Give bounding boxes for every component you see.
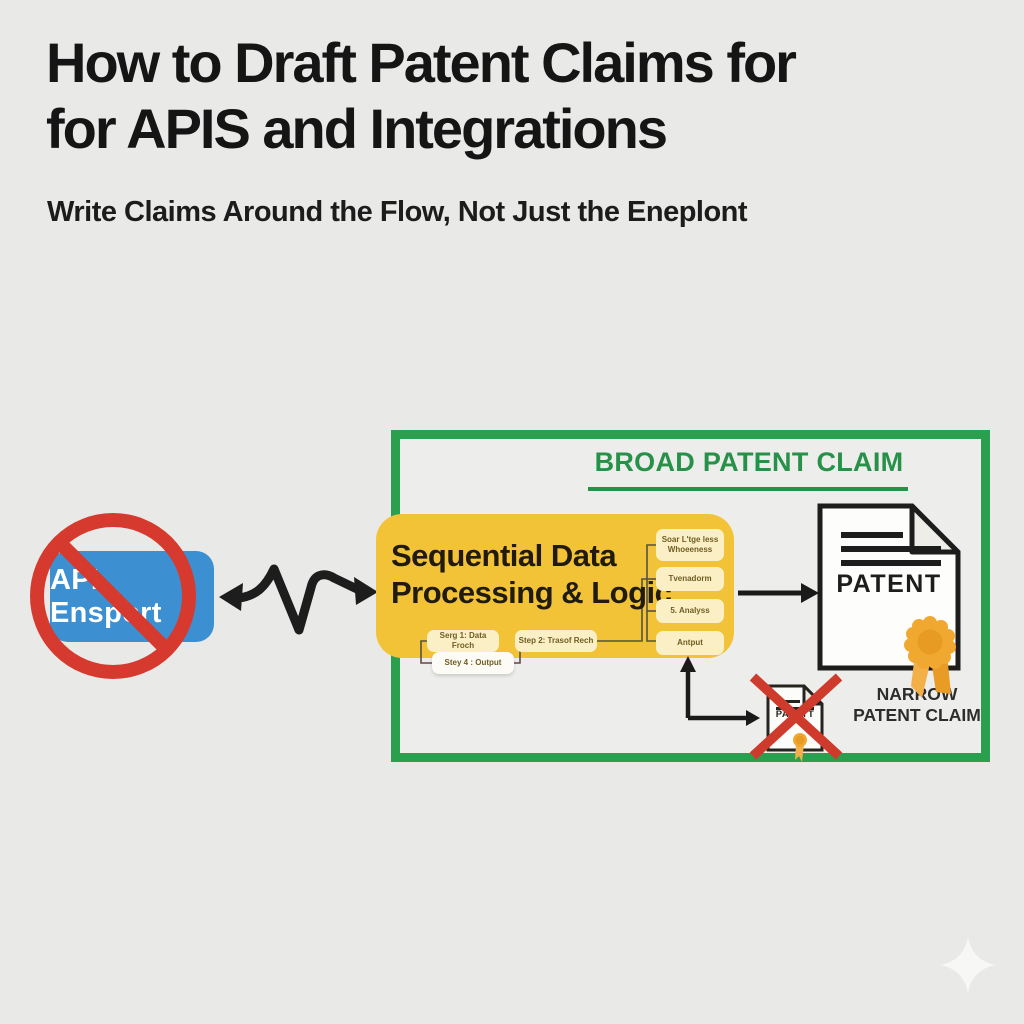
ribbon-seal-icon: [904, 616, 956, 698]
side-step-2: Tvenadorm: [656, 567, 724, 591]
patent-document-icon: [817, 503, 961, 698]
sparkle-icon: [940, 937, 996, 993]
patent-document-label: PATENT: [836, 570, 942, 598]
elbow-arrow-icon: [680, 656, 760, 726]
side-step-1: Soar L'tge less Whoeeness: [656, 529, 724, 561]
prohibition-icon: [30, 513, 196, 679]
broad-claim-heading: BROAD PATENT CLAIM: [594, 447, 904, 477]
broad-claim-underline: [588, 487, 908, 491]
title-line-2: for APIS and Integrations: [46, 97, 668, 160]
small-ribbon-seal-icon: [793, 733, 807, 762]
process-heading-line-2: Processing & Logic: [391, 575, 672, 610]
narrow-claim-caption: NARROW PATENT CLAIM: [828, 684, 1006, 726]
process-box-heading: Sequential Data Processing & Logic: [391, 537, 731, 611]
page-subtitle: Write Claims Around the Flow, Not Just t…: [47, 196, 748, 228]
bottom-step-1: Serg 1: Data Froch: [427, 630, 499, 652]
narrow-claim-line-2: PATENT CLAIM: [853, 705, 981, 725]
side-step-4: Antput: [656, 631, 724, 655]
page-title: How to Draft Patent Claims for for APIS …: [46, 30, 986, 162]
side-step-3: 5. Analyss: [656, 599, 724, 623]
bottom-step-4: Stey 4 : Output: [432, 652, 514, 674]
process-heading-line-1: Sequential Data: [391, 538, 617, 573]
flow-arrow-icon: [738, 583, 819, 603]
title-line-1: How to Draft Patent Claims for: [46, 31, 797, 94]
red-cross-icon: [749, 673, 843, 760]
bottom-step-2: Step 2: Trasof Rech: [515, 630, 597, 652]
zigzag-arrow-icon: [219, 564, 378, 635]
